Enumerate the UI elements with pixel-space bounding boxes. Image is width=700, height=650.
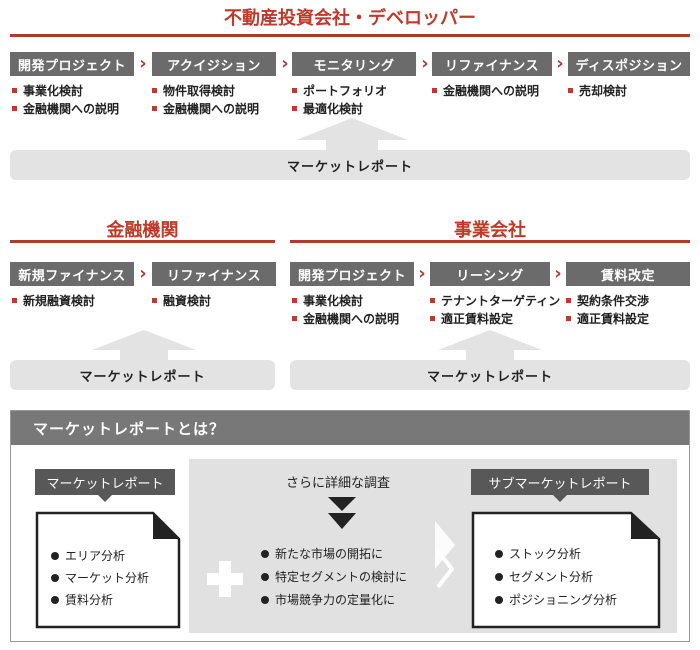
submarket-report-label: サブマーケットレポート <box>471 469 649 502</box>
dev-step-refinance: リファイナンス <box>432 52 552 76</box>
document-icon <box>471 511 661 629</box>
dev-bullet: 売却検討 <box>568 82 627 100</box>
biz-bullet: 金融機関への説明 <box>292 310 399 328</box>
dev-step-disposition: ディスポジション <box>568 52 690 76</box>
chevron-right-icon: › <box>421 53 429 74</box>
fin-market-report: マーケットレポート <box>10 360 275 390</box>
biz-market-report: マーケットレポート <box>290 360 690 390</box>
left-item: マーケット分析 <box>51 569 149 587</box>
biz-step-development: 開発プロジェクト <box>290 262 414 286</box>
developer-rule <box>10 34 690 37</box>
dev-step-acquisition: アクイジション <box>152 52 276 76</box>
fin-bullet: 新規融資検討 <box>12 292 95 310</box>
explain-panel: マーケットレポートとは？ マーケットレポート エリア分析 マーケット分析 賃料分… <box>10 410 690 642</box>
biz-step-leasing: リーシング <box>430 262 550 286</box>
fin-step-new-finance: 新規ファイナンス <box>10 262 134 286</box>
chevron-right-icon: › <box>139 53 147 74</box>
left-item: エリア分析 <box>51 547 125 565</box>
dev-step-monitoring: モニタリング <box>292 52 416 76</box>
dev-bullet: 金融機関への説明 <box>12 100 119 118</box>
dev-bullet: 最適化検討 <box>292 100 363 118</box>
dev-bullet: 物件取得検討 <box>152 82 235 100</box>
dev-bullet: 金融機関への説明 <box>152 100 259 118</box>
down-arrow-icon <box>328 497 356 529</box>
up-arrow-icon <box>296 118 408 152</box>
biz-bullet: 適正賃料設定 <box>566 310 649 328</box>
market-report-label: マーケットレポート <box>35 469 175 502</box>
right-item: ストック分析 <box>495 545 581 563</box>
explain-heading: マーケットレポートとは？ <box>11 411 689 445</box>
up-arrow-icon <box>438 330 542 362</box>
business-title: 事業会社 <box>454 220 526 241</box>
document-icon <box>35 511 181 629</box>
middle-item: 特定セグメントの検討に <box>261 568 407 586</box>
middle-caption: さらに詳細な調査 <box>286 476 391 491</box>
dev-market-report: マーケットレポート <box>10 150 690 180</box>
chevron-right-icon: › <box>556 53 564 74</box>
business-rule <box>290 240 690 243</box>
dev-bullet: 金融機関への説明 <box>432 82 539 100</box>
biz-bullet: 事業化検討 <box>292 292 363 310</box>
fin-step-refinance: リファイナンス <box>152 262 276 286</box>
right-item: ポジショニング分析 <box>495 591 617 609</box>
chevron-right-icon: › <box>281 53 289 74</box>
biz-bullet: 適正賃料設定 <box>430 310 513 328</box>
chevron-right-icon: › <box>139 263 147 284</box>
chevron-right-icon: › <box>554 263 562 284</box>
biz-bullet: テナントターゲティン <box>430 292 560 310</box>
chevron-right-icon: › <box>418 263 426 284</box>
developer-title: 不動産投資会社・デベロッパー <box>224 8 476 29</box>
finance-title: 金融機関 <box>106 220 179 241</box>
dev-bullet: 事業化検討 <box>12 82 83 100</box>
finance-rule <box>10 240 275 243</box>
middle-item: 新たな市場の開拓に <box>261 545 383 563</box>
plus-icon <box>207 561 243 597</box>
right-item: セグメント分析 <box>495 568 593 586</box>
dev-step-development: 開発プロジェクト <box>10 52 134 76</box>
fin-bullet: 融資検討 <box>152 292 211 310</box>
dev-bullet: ポートフォリオ <box>292 82 387 100</box>
left-item: 賃料分析 <box>51 591 113 609</box>
middle-item: 市場競争力の定量化に <box>261 591 395 609</box>
up-arrow-icon <box>92 330 196 362</box>
chevron-right-icon <box>436 549 454 589</box>
biz-bullet: 契約条件交渉 <box>566 292 649 310</box>
biz-step-rent-revision: 賃料改定 <box>566 262 690 286</box>
